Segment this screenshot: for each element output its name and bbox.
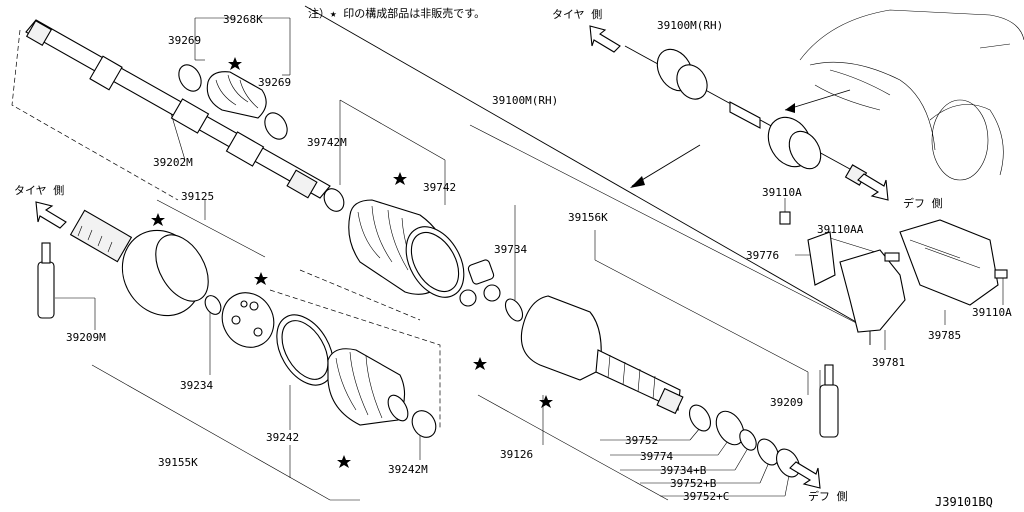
side-label-diff-bottom: デフ 側: [808, 489, 848, 503]
grease-tube-right: [819, 364, 839, 438]
part-label-39110AA: 39110AA: [817, 223, 864, 236]
grease-tube-left: [37, 242, 55, 319]
part-label-39734: 39734: [494, 243, 527, 256]
dashed-outlines: [11, 29, 441, 430]
part-label-39156K: 39156K: [568, 211, 608, 224]
shaft-assembly-top: [624, 45, 871, 186]
part-label-39269-b: 39269: [258, 76, 291, 89]
rings-bottom: [688, 404, 801, 478]
outer-joint: [69, 209, 209, 317]
part-label-39110A-right: 39110A: [972, 306, 1012, 319]
part-label-39752: 39752: [625, 434, 658, 447]
part-label-39785: 39785: [928, 329, 961, 342]
mounting-bracket: [779, 211, 1008, 333]
part-label-39100M-top: 39100M(RH): [657, 19, 723, 32]
part-label-39268K: 39268K: [223, 13, 263, 26]
part-label-39242M: 39242M: [388, 463, 428, 476]
outer-joint-parts: [204, 292, 437, 438]
tripod-joint: [459, 259, 524, 322]
part-label-39100M-center: 39100M(RH): [492, 94, 558, 107]
drive-shaft-left: [25, 19, 331, 199]
diagram-code: J39101BQ: [935, 495, 993, 509]
part-label-39752B: 39752+B: [670, 477, 717, 490]
note-text: 注）★ 印の構成部品は非販売です。: [308, 6, 485, 20]
part-label-39774: 39774: [640, 450, 673, 463]
direction-arrows: [35, 25, 889, 489]
part-label-39110A-top: 39110A: [762, 186, 802, 199]
part-label-39155K: 39155K: [158, 456, 198, 469]
part-label-39776: 39776: [746, 249, 779, 262]
part-label-39781: 39781: [872, 356, 905, 369]
part-label-39742: 39742: [423, 181, 456, 194]
part-label-39242: 39242: [266, 431, 299, 444]
side-label-diff-right: デフ 側: [903, 196, 943, 210]
part-label-39234: 39234: [180, 379, 213, 392]
part-label-39125: 39125: [181, 190, 214, 203]
part-label-39209: 39209: [770, 396, 803, 409]
inner-boot: [323, 188, 465, 298]
vehicle-outline: [784, 9, 1024, 181]
part-label-39269-a: 39269: [168, 34, 201, 47]
part-label-39202M: 39202M: [153, 156, 193, 169]
part-label-39209M: 39209M: [66, 331, 106, 344]
part-label-39734B: 39734+B: [660, 464, 707, 477]
boot-kit-upper: [178, 64, 288, 140]
part-label-39742M: 39742M: [307, 136, 347, 149]
inner-housing: [520, 295, 684, 415]
side-label-tire-left: タイヤ 側: [14, 184, 64, 197]
non-sale-stars: [151, 57, 553, 468]
side-label-tire-top: タイヤ 側: [552, 8, 602, 21]
part-label-39126: 39126: [500, 448, 533, 461]
part-label-39752C: 39752+C: [683, 490, 729, 503]
